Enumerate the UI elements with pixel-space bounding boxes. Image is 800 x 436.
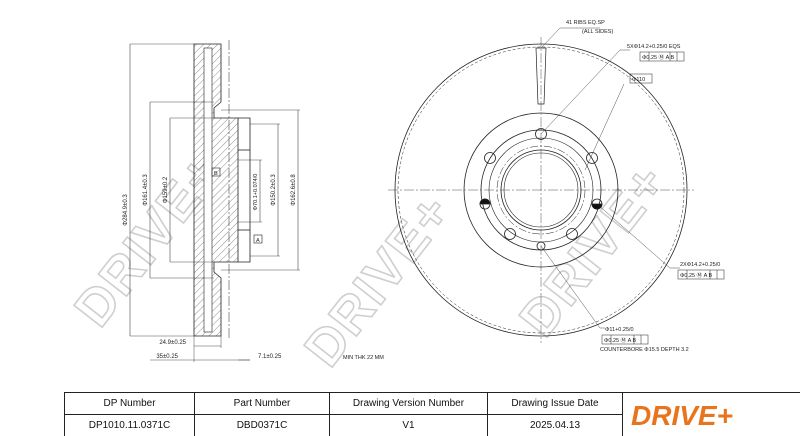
version-header: Drawing Version Number <box>330 393 487 415</box>
watermark-group: DRIVE+ DRIVE+ DRIVE+ <box>63 142 679 378</box>
ribs-sub-note: (ALL SIDES) <box>582 29 613 35</box>
small-hole-note: Φ11+0.25/0 <box>605 327 634 333</box>
small-hole <box>536 241 546 251</box>
counterbore-note: COUNTERBORE Φ15.5 DEPTH 3.2 <box>600 347 689 353</box>
part-number-column: Part Number DBD0371C <box>195 393 330 436</box>
watermark-text: DRIVE+ <box>509 153 679 347</box>
issue-date-header: Drawing Issue Date <box>488 393 622 415</box>
logo-cell: DRIVE+ <box>623 393 800 436</box>
side-view <box>129 40 300 362</box>
issue-date-value: 2025.04.13 <box>529 420 581 431</box>
dim-swept-diameter: Φ162.6±0.8 <box>291 174 297 206</box>
stud-holes-tolerance: Φ0.25 Ⓜ A B <box>642 53 675 61</box>
drive-logo: DRIVE+ <box>631 400 733 431</box>
hat-profile <box>238 117 251 263</box>
dim-outer-diameter: Φ284.9±0.3 <box>123 194 129 226</box>
pcd-note: Φ110 <box>632 77 645 83</box>
issue-date-column: Drawing Issue Date 2025.04.13 <box>488 393 623 436</box>
dim-hat-outer: Φ150.2±0.3 <box>271 174 277 206</box>
stud-holes-note: 5XΦ14.2+0.25/0 EQS <box>627 44 681 50</box>
disc-section <box>193 43 239 337</box>
min-thickness-note: MIN THK 22 MM <box>343 355 384 361</box>
part-number-value: DBD0371C <box>236 420 288 431</box>
small-hole-tolerance: Φ0.25 Ⓜ A B <box>604 336 637 344</box>
dp-number-header: DP Number <box>65 393 194 415</box>
title-block: DP Number DP1010.11.0371C Part Number DB… <box>64 392 800 436</box>
logo-text: DRIVE+ <box>631 400 733 431</box>
locator-holes-note: 2XΦ14.2+0.25/0 <box>680 262 720 268</box>
datum-a: A <box>256 238 260 244</box>
locator-holes-tolerance: Φ0.25 Ⓜ A B <box>680 271 713 279</box>
technical-drawing: DRIVE+ DRIVE+ DRIVE+ <box>63 20 725 378</box>
dim-center-bore: Φ70.1+0.074/0 <box>253 174 259 211</box>
part-number-header: Part Number <box>195 393 329 415</box>
dim-total-height: 35±0.25 <box>156 354 178 360</box>
dim-hat-diameter: Φ159±0.2 <box>163 176 169 203</box>
dim-inner-ring-diameter: Φ161.4±0.3 <box>143 174 149 206</box>
stud-hole <box>535 128 547 140</box>
datum-b: B <box>214 171 218 177</box>
stud-hole <box>484 152 496 164</box>
stud-hole <box>566 228 578 240</box>
watermark-text: DRIVE+ <box>294 183 464 377</box>
version-value: V1 <box>402 420 415 431</box>
dp-number-value: DP1010.11.0371C <box>88 420 171 431</box>
version-column: Drawing Version Number V1 <box>330 393 488 436</box>
dp-number-column: DP Number DP1010.11.0371C <box>65 393 195 436</box>
vent-channel <box>203 47 213 333</box>
stud-hole <box>586 152 598 164</box>
stud-hole <box>504 228 516 240</box>
front-view <box>388 27 725 345</box>
ribs-note: 41 RIBS EQ.SP <box>566 20 605 26</box>
rib-slot <box>535 47 547 105</box>
dim-disc-thickness: 24.9±0.25 <box>159 340 186 346</box>
dim-hat-thickness: 7.1±0.25 <box>258 354 282 360</box>
